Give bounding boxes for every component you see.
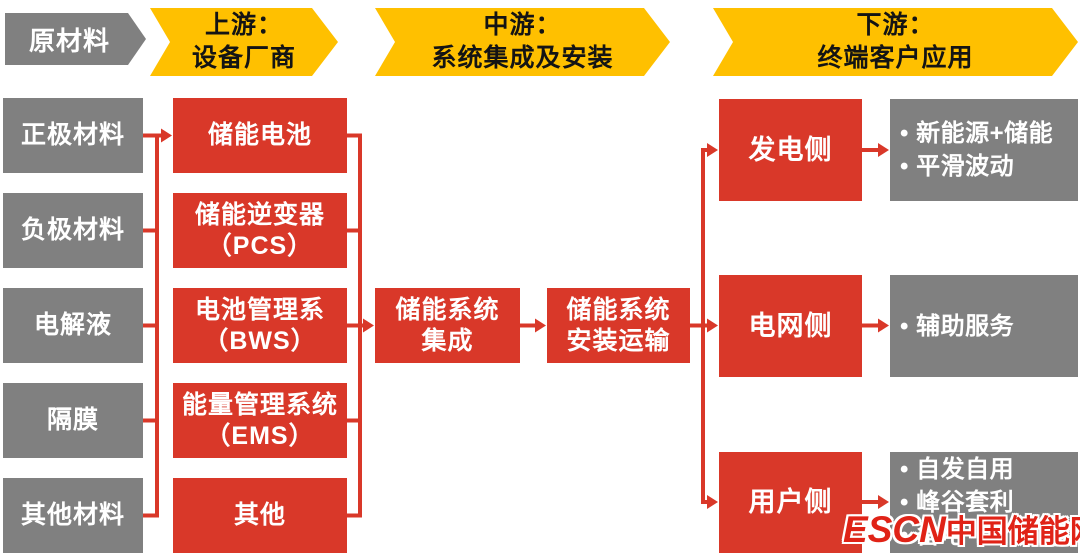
header-upstream-label: 上游： 设备厂商 [191, 11, 296, 72]
escn-watermark-logo: ESCN 中国储能网 [843, 506, 1080, 551]
user-side-box: 用户侧 [719, 452, 862, 553]
anode-materials-box: 负极材料 [3, 193, 143, 268]
header-downstream-label: 下游： 终端客户应用 [817, 11, 974, 72]
arrowhead-into-battery [161, 128, 172, 143]
grid-side-box: 电网侧 [719, 275, 862, 377]
equipment-to-bus-stubs [347, 133, 360, 518]
user-uses-box: • 自发自用 • 峰谷套利 • 备电 [890, 452, 1078, 553]
arrowhead-into-grid-uses [878, 318, 889, 333]
bus-to-sides-lines [703, 148, 708, 504]
system-integration-box: 储能系统 集成 [375, 288, 520, 363]
arrowhead-into-generation-side [707, 143, 718, 157]
generation-use-item: • 新能源+储能 [900, 120, 1054, 147]
header-chevron-downstream: 下游： 终端客户应用 [713, 8, 1078, 76]
header-midstream-label: 中游： 系统集成及安装 [431, 11, 614, 72]
header-raw-materials-label: 原材料 [28, 25, 110, 56]
header-raw-materials: 原材料 [5, 13, 146, 65]
bws-battery-management-box: 电池管理系 （BWS） [173, 288, 347, 363]
header-chevron-upstream: 上游： 设备厂商 [150, 8, 338, 76]
ems-energy-management-box: 能量管理系统 （EMS） [173, 383, 347, 458]
arrowhead-into-generation-uses [878, 143, 889, 157]
generation-side-box: 发电侧 [719, 99, 862, 201]
arrowhead-into-integration [363, 318, 374, 333]
electrolyte-box: 电解液 [3, 288, 143, 363]
arrowhead-into-transport [535, 318, 546, 333]
generation-use-item: • 平滑波动 [900, 153, 1015, 180]
generation-uses-box: • 新能源+储能 • 平滑波动 [890, 99, 1078, 201]
cathode-materials-box: 正极材料 [3, 98, 143, 173]
arrowhead-into-user-side [707, 495, 718, 509]
other-materials-box: 其他材料 [3, 478, 143, 553]
grid-uses-box: • 辅助服务 [890, 275, 1078, 377]
escn-watermark-chinese: 中国储能网 [945, 514, 1080, 549]
user-use-item: • 自发自用 [900, 456, 1015, 483]
arrowhead-into-grid-side [707, 318, 718, 333]
installation-transport-box: 储能系统 安装运输 [547, 288, 690, 363]
pcs-inverter-box: 储能逆变器 （PCS） [173, 193, 347, 268]
separator-box: 隔膜 [3, 383, 143, 458]
header-chevron-midstream: 中游： 系统集成及安装 [375, 8, 670, 76]
grid-use-item: • 辅助服务 [900, 312, 1015, 340]
storage-battery-box: 储能电池 [173, 98, 347, 173]
other-equipment-box: 其他 [173, 478, 347, 553]
sides-to-uses-lines [862, 148, 879, 504]
escn-watermark-latin: ESCN [843, 509, 946, 550]
materials-to-bus-stubs [143, 133, 162, 518]
user-use-item: • 备电 [900, 522, 966, 549]
user-use-item: • 峰谷套利 [900, 489, 1015, 516]
